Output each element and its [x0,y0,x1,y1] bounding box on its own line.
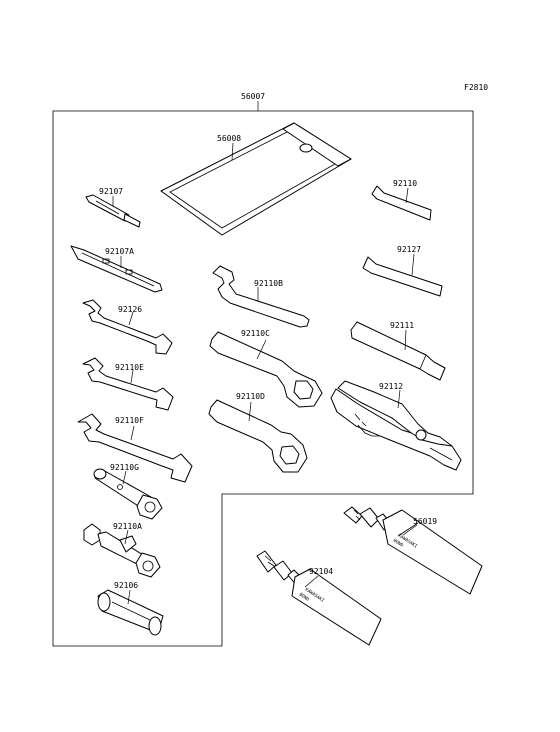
screwdriver-grip [70,245,163,293]
label-socket-wrench: 92110A [113,522,142,531]
wrench-medium [82,357,174,411]
label-bond-tube-large: 56019 [413,517,437,526]
label-screwdriver-grip: 92107A [105,247,134,256]
socket-wrench [83,523,161,578]
label-extension-handle: 92111 [390,321,414,330]
kit-outline [52,110,474,647]
label-hex-key-small: 92110 [393,179,417,188]
label-tommy-bar: 92106 [114,581,138,590]
label-bond-tube-small: 92104 [309,567,333,576]
kit-part-number: 56007 [241,92,265,101]
wrench-small [82,299,173,355]
box-wrench-c [209,331,323,408]
hex-key-large [362,256,443,297]
label-box-wrench-c: 92110C [241,329,270,338]
hex-key-small [371,185,432,221]
label-wrench-medium: 92110E [115,363,144,372]
box-wrench-d [208,399,308,473]
label-wrench-small: 92126 [118,305,142,314]
label-wrench-large: 92110F [115,416,144,425]
label-hook-wrench: 92110B [254,279,283,288]
spark-plug-wrench [93,468,163,520]
label-spark-plug-wrench: 92110G [110,463,139,472]
figure-code: F2810 [464,83,488,92]
bond-tube-large: KAWASAKI BOND [343,506,483,595]
pliers [330,380,462,471]
screwdriver-bit [85,194,141,228]
tool-pouch [160,122,352,236]
tommy-bar-handle [97,589,164,636]
label-pouch: 56008 [217,134,241,143]
label-hex-key-large: 92127 [397,245,421,254]
extension-handle [350,321,446,381]
bond-tube-small: KAWASAKI BOND [256,550,382,646]
wrench-large [77,413,193,483]
label-pliers: 92112 [379,382,403,391]
tube-small-bond: BOND [298,592,311,603]
label-box-wrench-d: 92110D [236,392,265,401]
label-screwdriver-bit: 92107 [99,187,123,196]
hook-wrench [212,265,310,328]
tube-large-bond: BOND [392,538,405,549]
